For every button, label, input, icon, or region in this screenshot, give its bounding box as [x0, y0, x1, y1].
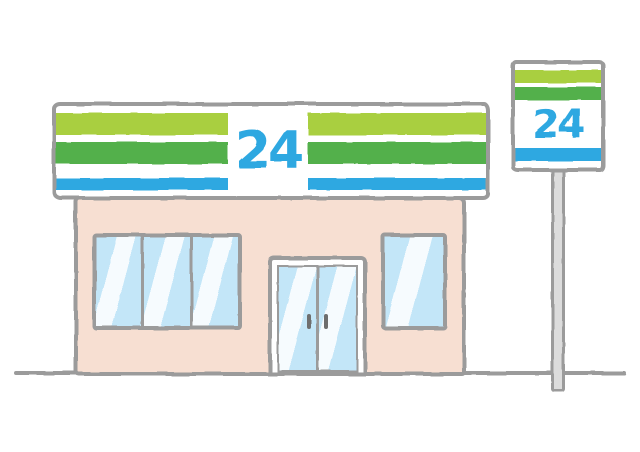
pole-sign-24-text: 24 — [532, 102, 586, 148]
pole-sign-stripe-cyan — [515, 148, 601, 161]
door-panel-right — [318, 265, 358, 372]
door-handle-right — [324, 314, 328, 330]
window-pane — [141, 237, 190, 326]
window-pane — [96, 237, 142, 326]
pole-sign-board: 24 — [511, 60, 605, 172]
window-pane — [385, 237, 443, 326]
pole-sign-stripe-light-green — [515, 70, 601, 83]
door-panel-left — [277, 265, 318, 372]
store-window-left — [92, 233, 242, 330]
store-fascia-sign: 24 — [52, 102, 490, 200]
pole-sign-stripe-green — [515, 87, 601, 100]
store-building — [74, 196, 466, 376]
store-window-right — [381, 233, 447, 330]
sign-24-text: 24 — [234, 121, 304, 181]
door-handle-left — [307, 314, 311, 330]
sign-pole — [551, 168, 565, 392]
sign-24-badge: 24 — [228, 106, 308, 196]
store-door — [268, 256, 367, 372]
window-pane — [189, 237, 238, 326]
